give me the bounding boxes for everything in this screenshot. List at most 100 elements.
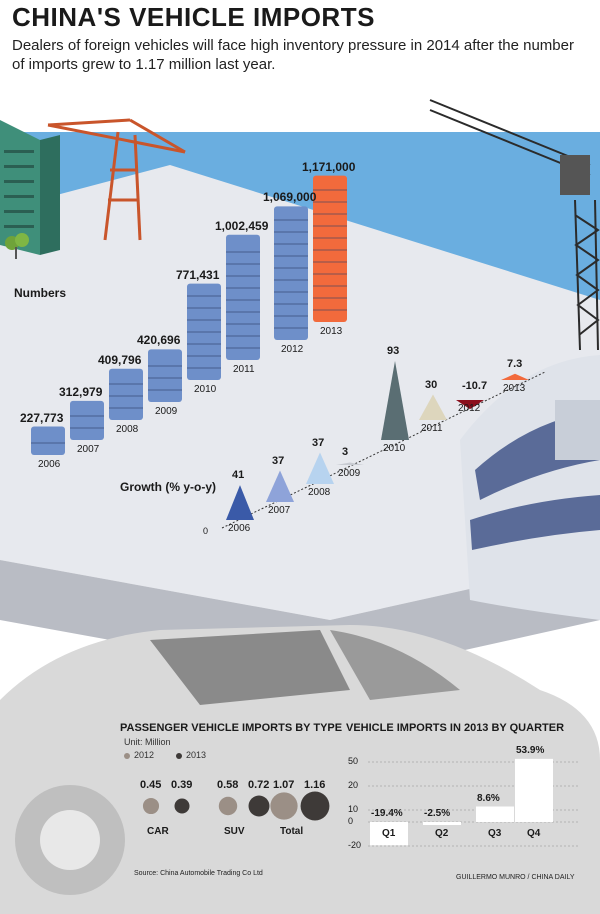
quarter-chart-title: VEHICLE IMPORTS IN 2013 BY QUARTER <box>346 722 565 734</box>
type-dot-Total-2012 <box>270 792 298 820</box>
number-stack-body <box>70 400 104 440</box>
number-value-label: 771,431 <box>176 267 220 282</box>
type-value-label: 0.72 <box>248 779 270 791</box>
quarter-value-label: 53.9% <box>516 744 545 756</box>
quarter-ytick-label: 10 <box>348 804 359 814</box>
growth-year-label: 2012 <box>458 403 481 414</box>
quarter-category-label: Q3 <box>488 828 502 839</box>
growth-peak-2012 <box>456 400 484 410</box>
growth-value-label: -10.7 <box>462 380 488 392</box>
type-chart-unit: Unit: Million <box>124 737 171 747</box>
page-title: CHINA'S VEHICLE IMPORTS <box>12 2 375 32</box>
number-stack-body <box>109 368 143 420</box>
quarter-value-label: -2.5% <box>424 808 451 819</box>
quarter-value-label: 8.6% <box>477 792 500 804</box>
type-value-label: 1.07 <box>273 779 295 791</box>
crane-cabin <box>560 155 590 195</box>
dock-surface <box>0 165 600 620</box>
page-subtitle: Dealers of foreign vehicles will face hi… <box>12 37 574 73</box>
crane-icon <box>429 99 600 351</box>
numbers-stacks <box>31 175 347 455</box>
quarter-ytick-label: 50 <box>348 756 359 766</box>
terminal-building-icon <box>460 355 600 620</box>
number-stack-body <box>274 206 308 340</box>
number-value-label: 1,069,000 <box>263 190 317 205</box>
quarter-bar-Q3 <box>476 806 514 822</box>
legend-2013-swatch <box>176 752 182 759</box>
number-year-label: 2007 <box>77 444 100 455</box>
growth-peak-2009 <box>336 462 364 465</box>
growth-peak-2013 <box>501 373 529 380</box>
quarter-value-label: -19.4% <box>371 808 403 819</box>
type-dot-CAR-2012 <box>142 797 160 815</box>
growth-year-label: 2008 <box>308 487 331 498</box>
type-category-label: SUV <box>224 826 245 837</box>
number-year-label: 2011 <box>233 364 255 375</box>
growth-year-label: 2011 <box>421 423 443 434</box>
number-stack-body <box>313 175 347 322</box>
number-value-label: 1,171,000 <box>302 159 356 174</box>
crane-icon <box>47 118 186 241</box>
quarter-bars <box>368 758 578 847</box>
number-stack-2009 <box>148 349 182 402</box>
quarter-bar-Q1 <box>370 822 408 846</box>
legend-2013: 2013 <box>176 750 206 760</box>
type-dots <box>142 791 330 821</box>
type-dot-CAR-2013 <box>174 798 190 814</box>
growth-value-label: 7.3 <box>507 357 523 370</box>
growth-value-label: 30 <box>425 378 438 391</box>
growth-value-label: 37 <box>312 436 325 449</box>
number-stack-body <box>226 234 260 360</box>
quarter-bar-Q2 <box>423 822 461 825</box>
tree-icon <box>5 233 29 259</box>
number-year-label: 2012 <box>281 344 304 355</box>
number-value-label: 420,696 <box>137 333 181 348</box>
quarter-ytick-label: 0 <box>348 816 354 826</box>
number-stack-2012 <box>274 206 308 340</box>
source-note: Source: China Automobile Trading Co Ltd <box>134 870 263 877</box>
type-value-label: 1.16 <box>304 779 326 791</box>
number-year-label: 2013 <box>320 326 343 337</box>
growth-peak-2010 <box>381 360 409 440</box>
growth-peak-2006 <box>226 485 254 520</box>
growth-marks <box>226 360 529 520</box>
quarter-bar-Q4 <box>515 758 553 822</box>
number-year-label: 2008 <box>116 424 139 435</box>
building-icon <box>0 120 60 255</box>
growth-zero-label: 0 <box>203 526 209 536</box>
number-stack-body <box>31 426 65 455</box>
number-value-label: 312,979 <box>59 384 103 399</box>
growth-peak-2011 <box>419 394 447 420</box>
quarter-ytick-label: 20 <box>348 780 359 790</box>
quarter-category-label: Q4 <box>527 828 541 839</box>
growth-year-label: 2007 <box>268 505 291 516</box>
number-stack-2013 <box>313 175 347 322</box>
growth-year-label: 2006 <box>228 523 251 534</box>
number-year-label: 2009 <box>155 406 178 417</box>
number-stack-body <box>148 349 182 402</box>
growth-value-label: 3 <box>342 446 349 459</box>
growth-value-label: 37 <box>272 454 285 467</box>
growth-year-label: 2009 <box>338 468 361 479</box>
number-stack-2006 <box>31 426 65 455</box>
number-value-label: 1,002,459 <box>215 218 269 233</box>
number-stack-2007 <box>70 400 104 440</box>
type-category-label: CAR <box>147 826 169 837</box>
number-year-label: 2010 <box>194 384 217 395</box>
type-dot-Total-2013 <box>300 791 330 821</box>
number-stack-2008 <box>109 368 143 420</box>
growth-year-label: 2013 <box>503 383 526 394</box>
type-dot-SUV-2013 <box>248 795 270 817</box>
legend-2012-label: 2012 <box>134 750 155 760</box>
growth-title: Growth (% y-o-y) <box>120 480 216 494</box>
legend-2012-swatch <box>124 752 130 759</box>
growth-year-label: 2010 <box>383 443 406 454</box>
legend-2012: 2012 <box>124 750 154 760</box>
car-silhouette-icon <box>0 625 600 914</box>
type-value-label: 0.45 <box>140 779 162 791</box>
type-category-label: Total <box>280 826 304 837</box>
number-value-label: 227,773 <box>20 410 64 425</box>
legend-2013-label: 2013 <box>186 750 207 760</box>
